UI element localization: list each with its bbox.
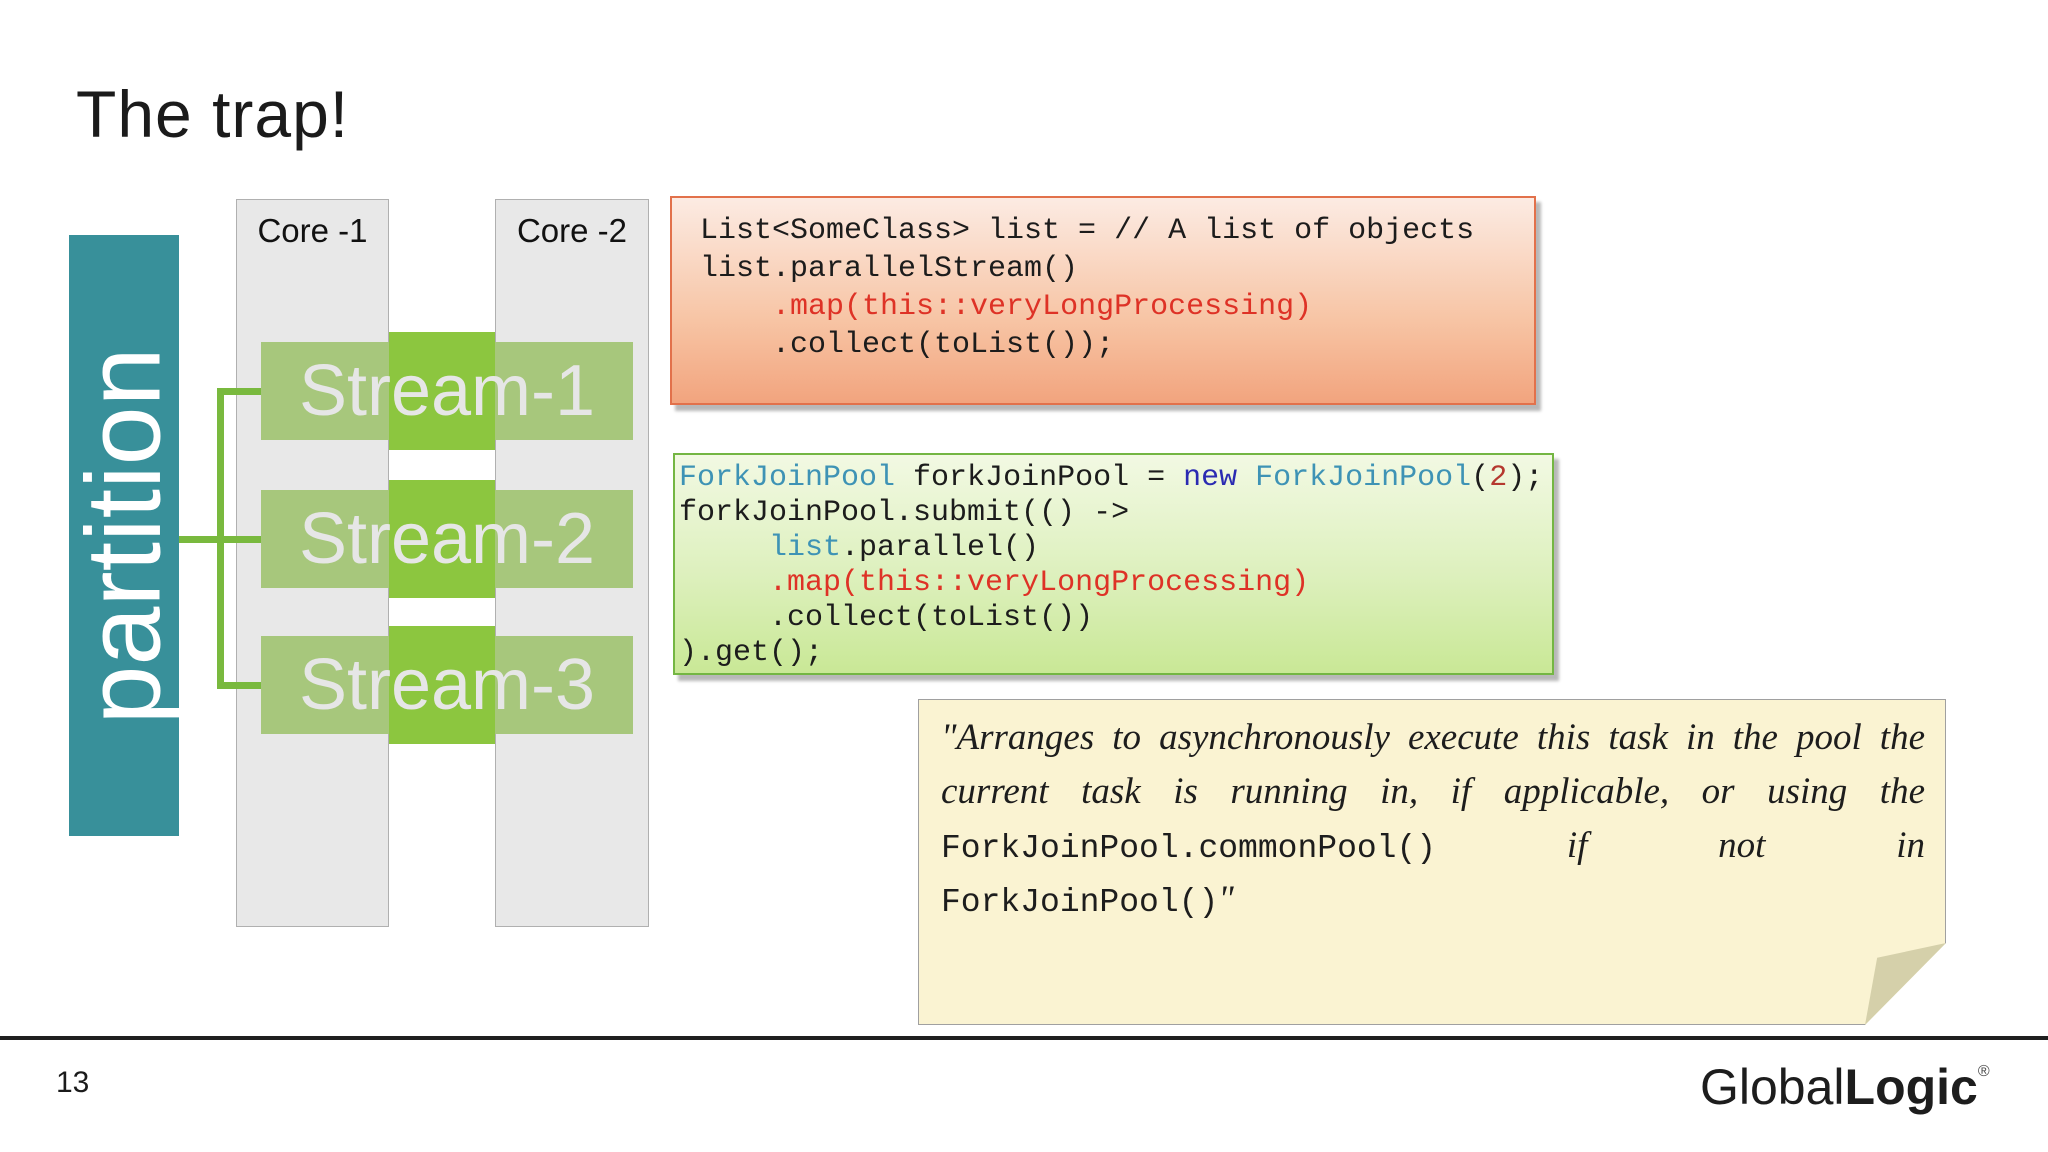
- code-line: List<SomeClass> list = // A list of obje…: [700, 214, 1475, 248]
- code-line: .map(this::veryLongProcessing): [772, 290, 1313, 324]
- registered-trademark-icon: ®: [1977, 1063, 1990, 1080]
- partition-bar: partition: [65, 235, 184, 836]
- stream-2-label: Stream-2: [298, 499, 596, 579]
- code-line: .collect(toList()): [679, 601, 1094, 635]
- core-1-label: Core -1: [257, 212, 368, 249]
- note-line: ForkJoinPool.commonPool() if not in: [941, 825, 1925, 867]
- code-line: list.parallelStream(): [700, 252, 1079, 286]
- globallogic-logo: GlobalLogic®: [1700, 1058, 1990, 1116]
- footer-divider-line: [0, 1036, 2048, 1040]
- parallel-stream-code-box: List<SomeClass> list = // A list of obje…: [670, 196, 1536, 405]
- stream-1-label: Stream-1: [298, 351, 596, 431]
- logo-text-logic: Logic: [1844, 1059, 1978, 1115]
- code-line: ForkJoinPool forkJoinPool = new ForkJoin…: [679, 461, 1544, 495]
- bracket-stub-partition: [179, 536, 263, 543]
- slide-title: The trap!: [76, 77, 350, 151]
- note-line: "Arranges to asynchronously execute this…: [941, 717, 1925, 758]
- logo-text-global: Global: [1700, 1059, 1845, 1115]
- code-line: .collect(toList());: [700, 328, 1115, 362]
- bracket-stub-stream-3: [217, 682, 263, 689]
- code-line: .map(this::veryLongProcessing): [769, 566, 1310, 600]
- core-2-label: Core -2: [516, 212, 628, 249]
- stream-2-bar: Stream-2: [261, 490, 633, 588]
- bracket-stub-stream-1: [217, 388, 263, 395]
- stream-3-bar: Stream-3: [261, 636, 633, 734]
- code-line: ).get();: [679, 636, 824, 670]
- code-line: list.parallel(): [769, 531, 1040, 565]
- stream-1-bar: Stream-1: [261, 342, 633, 440]
- javadoc-quote-note: "Arranges to asynchronously execute this…: [918, 699, 1946, 1025]
- code-line: forkJoinPool.submit(() ->: [679, 496, 1130, 530]
- stream-3-label: Stream-3: [298, 645, 596, 725]
- note-line: ForkJoinPool()": [941, 879, 1234, 921]
- partition-label: partition: [65, 346, 184, 725]
- forkjoinpool-code-box: ForkJoinPool forkJoinPool = new ForkJoin…: [673, 453, 1554, 675]
- note-line: current task is running in, if applicabl…: [941, 771, 1925, 812]
- page-number: 13: [56, 1066, 90, 1099]
